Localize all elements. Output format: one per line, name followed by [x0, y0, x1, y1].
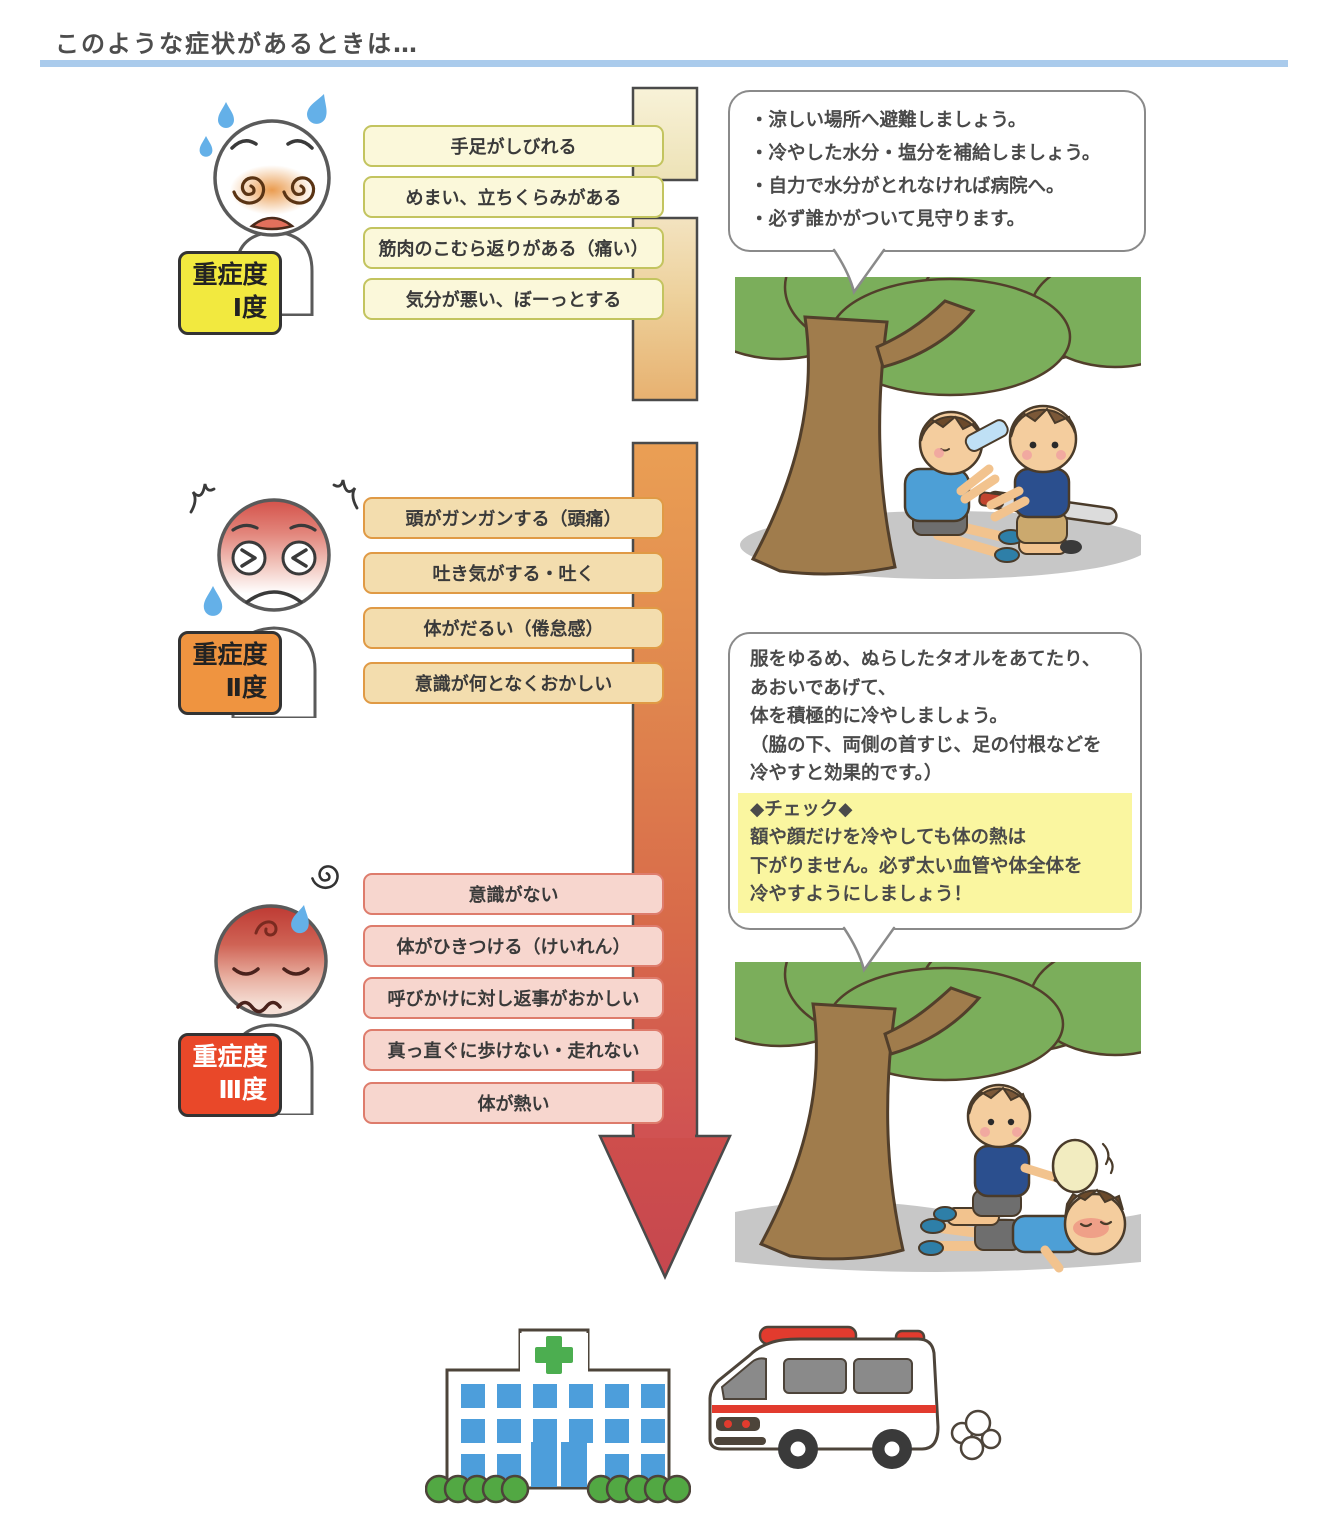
- check-title: ◆チェック◆: [750, 798, 853, 820]
- advice-line: ・冷やした水分・塩分を補給しましょう。: [750, 143, 1101, 164]
- symptom-level3: 真っ直ぐに歩けない・走れない: [363, 1029, 664, 1071]
- severity-3-badge: 重症度 Ⅲ度: [178, 1033, 282, 1117]
- symptom-level2: 吐き気がする・吐く: [363, 552, 664, 594]
- advice-line: （脇の下、両側の首すじ、足の付根などを: [750, 734, 1102, 756]
- advice-line: 服をゆるめ、ぬらしたタオルをあてたり、: [750, 649, 1101, 670]
- severity-2-badge-line2: Ⅱ度: [225, 673, 267, 702]
- severity-1-badge: 重症度 Ⅰ度: [178, 251, 282, 335]
- symptom-level2: 頭がガンガンする（頭痛）: [363, 497, 664, 539]
- severity-2-badge: 重症度 Ⅱ度: [178, 631, 282, 715]
- symptom-level1: 手足がしびれる: [363, 125, 664, 167]
- title-underline-bar: [40, 60, 1288, 67]
- symptom-level3: 呼びかけに対し返事がおかしい: [363, 977, 664, 1019]
- ambulance-icon: [708, 1325, 1002, 1469]
- hospital-icon: [425, 1328, 691, 1504]
- speech-bubble-1-tail: [832, 246, 886, 295]
- check-line: 冷やすようにしましょう！: [750, 884, 973, 905]
- check-line: 下がりません。必ず太い血管や体全体を: [750, 855, 1083, 877]
- symptom-level1: 気分が悪い、ぼーっとする: [363, 278, 664, 320]
- severity-3-badge-line1: 重症度: [192, 1042, 268, 1071]
- severity-1-badge-line2: Ⅰ度: [232, 293, 267, 322]
- advice-speech-bubble-1: ・涼しい場所へ避難しましょう。 ・冷やした水分・塩分を補給しましょう。 ・自力で…: [728, 90, 1146, 252]
- symptom-level2: 意識が何となくおかしい: [363, 662, 664, 704]
- symptom-level1: 筋肉のこむら返りがある（痛い）: [363, 227, 664, 269]
- symptom-level3: 意識がない: [363, 873, 664, 915]
- symptom-level3: 体がひきつける（けいれん）: [363, 925, 664, 967]
- tree-scene-rest-hydrate-illustration: [735, 277, 1141, 579]
- severity-3-badge-line2: Ⅲ度: [218, 1075, 267, 1104]
- advice-line: 冷やすと効果的です。）: [750, 763, 943, 784]
- tree-scene-fanning-illustration: [735, 962, 1141, 1273]
- check-line: 額や顔だけを冷やしても体の熱は: [750, 827, 1027, 848]
- symptom-level2: 体がだるい（倦怠感）: [363, 607, 664, 649]
- severity-1-badge-line1: 重症度: [192, 260, 268, 289]
- page-title: このような症状があるときは…: [55, 30, 419, 58]
- severity-2-badge-line1: 重症度: [192, 640, 268, 669]
- speech-bubble-2-tail: [842, 924, 896, 973]
- advice-line: ・必ず誰かがついて見守ります。: [750, 209, 1026, 230]
- advice-line: ・涼しい場所へ避難しましょう。: [750, 110, 1027, 131]
- advice-line: 体を積極的に冷やしましょう。: [750, 706, 1008, 727]
- advice-speech-bubble-2: 服をゆるめ、ぬらしたタオルをあてたり、 あおいであげて、 体を積極的に冷やしまし…: [728, 632, 1142, 930]
- advice-line: ・自力で水分がとれなければ病院へ。: [750, 176, 1065, 197]
- check-highlight-box: ◆チェック◆ 額や顔だけを冷やしても体の熱は 下がりません。必ず太い血管や体全体…: [738, 792, 1132, 913]
- advice-line: あおいであげて、: [750, 677, 897, 699]
- symptom-level3: 体が熱い: [363, 1082, 664, 1124]
- symptom-level1: めまい、立ちくらみがある: [363, 176, 664, 218]
